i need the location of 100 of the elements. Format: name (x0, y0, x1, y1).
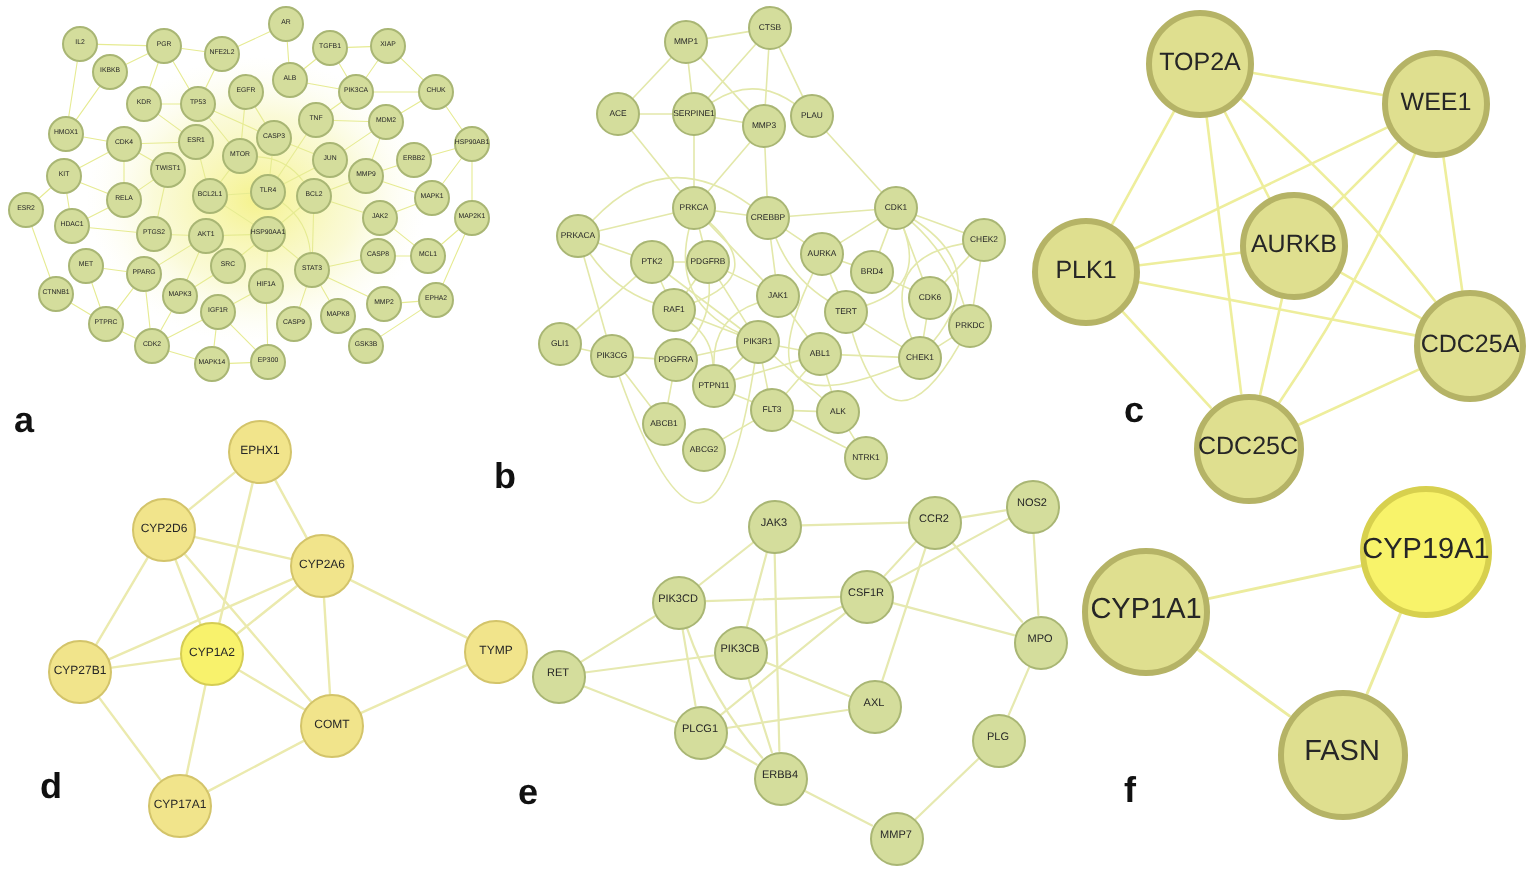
interaction-line (944, 255, 970, 283)
gene-node (686, 240, 730, 284)
interaction-line (959, 509, 1007, 519)
gene-node (180, 622, 244, 686)
interaction-line (592, 176, 751, 221)
interaction-line (597, 242, 633, 256)
gene-label: CDC25C (1198, 434, 1299, 462)
interaction-line (583, 654, 715, 674)
interaction-line (851, 332, 960, 402)
interaction-line (380, 309, 422, 337)
interaction-line (863, 322, 903, 348)
gene-node (92, 54, 128, 90)
gene-label: WEE1 (1400, 90, 1472, 118)
gene-node (907, 495, 961, 549)
interaction-line (338, 62, 348, 78)
gene-node (948, 304, 992, 348)
interaction-line (839, 218, 879, 244)
interaction-line (829, 273, 839, 293)
gene-node (1240, 192, 1348, 300)
interaction-line (793, 409, 817, 413)
gene-node (664, 20, 708, 64)
interaction-line (667, 380, 673, 404)
interaction-line (693, 135, 695, 187)
interaction-line (359, 663, 469, 715)
gene-node (790, 94, 834, 138)
interaction-line (311, 213, 315, 253)
interaction-line (728, 356, 744, 372)
interaction-line (1196, 648, 1291, 718)
gene-node (798, 332, 842, 376)
interaction-line (257, 156, 304, 183)
interaction-line (286, 41, 290, 63)
interaction-line (396, 203, 416, 213)
gene-node (839, 569, 893, 623)
interaction-line (238, 669, 306, 711)
interaction-line (719, 612, 847, 716)
interaction-line (841, 260, 853, 266)
interaction-line (1339, 271, 1423, 320)
interaction-line (31, 226, 51, 278)
interaction-line (1277, 152, 1417, 404)
gene-node (672, 92, 716, 136)
interaction-line (187, 471, 237, 511)
interaction-line (97, 43, 147, 47)
gene-node (268, 6, 304, 42)
interaction-line (799, 521, 909, 527)
interaction-line (241, 244, 255, 256)
gene-node (654, 338, 698, 382)
interaction-line (303, 58, 317, 70)
interaction-line (707, 141, 751, 193)
gene-node (418, 282, 454, 318)
interaction-line (579, 615, 657, 663)
interaction-line (229, 362, 251, 364)
interaction-line (1442, 156, 1464, 292)
interaction-line (281, 244, 299, 260)
interaction-line (685, 626, 764, 759)
interaction-line (727, 270, 759, 288)
interaction-line (80, 182, 108, 194)
gene-node (971, 713, 1025, 767)
gene-node (898, 336, 942, 380)
gene-label: TOP2A (1159, 50, 1241, 78)
gene-node (538, 322, 582, 366)
gene-node (88, 306, 124, 342)
gene-node (148, 774, 212, 838)
interaction-line (764, 147, 768, 197)
interaction-line (281, 206, 301, 224)
interaction-line (110, 657, 182, 669)
interaction-line (747, 676, 773, 754)
gene-node (62, 26, 98, 62)
interaction-line (883, 540, 917, 578)
interaction-line (1223, 110, 1271, 200)
interaction-line (141, 141, 179, 145)
gene-node (228, 420, 292, 484)
interaction-line (138, 179, 154, 191)
interaction-line (693, 317, 739, 335)
interaction-line (400, 100, 422, 114)
interaction-line (703, 595, 841, 603)
interaction-line (785, 369, 807, 395)
interaction-line (241, 109, 245, 139)
interaction-line (878, 227, 890, 253)
interaction-line (1296, 368, 1421, 427)
interaction-line (589, 253, 655, 304)
gene-node (300, 694, 364, 758)
gene-node (673, 705, 727, 759)
interaction-line (393, 228, 415, 246)
interaction-line (681, 627, 697, 707)
interaction-line (330, 181, 350, 191)
interaction-line (290, 144, 314, 154)
interaction-line (471, 161, 473, 201)
interaction-line (632, 57, 672, 99)
interaction-line (763, 605, 843, 643)
interaction-line (208, 117, 230, 143)
interaction-line (344, 131, 372, 151)
interaction-line (123, 161, 125, 183)
panel-letter: b (494, 458, 516, 494)
interaction-line (274, 478, 308, 540)
interaction-line (87, 207, 109, 219)
gene-node (1032, 218, 1140, 326)
interaction-line (91, 282, 101, 308)
interaction-line (329, 259, 361, 267)
interaction-line (70, 302, 92, 316)
interaction-line (205, 69, 215, 89)
